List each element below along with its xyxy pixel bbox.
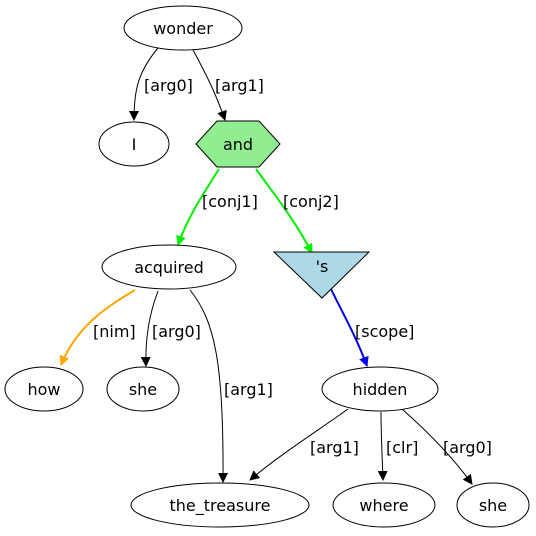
edge-hidden-treasure: [249, 408, 349, 481]
node-and-label: and: [223, 135, 253, 154]
node-she1-label: she: [129, 380, 157, 399]
node-where[interactable]: where: [332, 482, 436, 528]
node-acquired-shape: [101, 244, 237, 290]
node-where-shape: [332, 482, 436, 528]
node-where-label: where: [359, 496, 408, 515]
edge-hidden-where: [377, 411, 388, 481]
edge-hidden-she2: [401, 408, 473, 485]
node-wonder-label: wonder: [153, 19, 213, 38]
edge-label-acquired-she1: [arg0]: [152, 322, 201, 341]
node-she1-shape: [106, 366, 180, 412]
edge-label-wonder-i: [arg0]: [144, 76, 193, 95]
edge-wonder-i: [129, 47, 159, 121]
node-how-label: how: [27, 380, 60, 399]
edge-label-acquired-how: [nim]: [93, 322, 136, 341]
edge-and-acquired: [176, 168, 220, 246]
node-s-shape: [272, 251, 371, 299]
node-s-label: 's: [316, 257, 329, 276]
edge-label-acquired-treasure: [arg1]: [224, 380, 273, 399]
edge-wonder-and: [192, 49, 227, 121]
edge-label-hidden-where: [clr]: [386, 438, 418, 457]
edge-label-s-hidden: [scope]: [355, 322, 414, 341]
node-she2-label: she: [479, 496, 507, 515]
node-how-shape: [4, 366, 84, 412]
node-i-shape: [98, 121, 170, 167]
node-and[interactable]: and: [195, 120, 281, 168]
edge-acquired-she1: [140, 290, 159, 367]
node-wonder[interactable]: wonder: [123, 5, 243, 51]
edge-label-wonder-and: [arg1]: [215, 76, 264, 95]
node-hidden-label: hidden: [353, 380, 408, 399]
node-the-treasure-shape: [130, 482, 310, 528]
edge-label-and-acquired: [conj1]: [202, 192, 258, 211]
edge-s-hidden: [330, 288, 369, 367]
node-and-shape: [195, 120, 281, 168]
node-acquired-label: acquired: [134, 258, 204, 277]
node-how[interactable]: how: [4, 366, 84, 412]
node-hidden[interactable]: hidden: [321, 366, 439, 412]
node-the-treasure[interactable]: the_treasure: [130, 482, 310, 528]
node-s[interactable]: 's: [272, 251, 371, 299]
node-i-label: I: [132, 135, 137, 154]
node-the-treasure-label: the_treasure: [170, 496, 271, 516]
edges: [arg0] [arg1] [conj1] [conj2] [nim] [arg…: [59, 47, 492, 485]
edge-acquired-how: [59, 289, 136, 366]
node-i[interactable]: I: [98, 121, 170, 167]
node-hidden-shape: [321, 366, 439, 412]
edge-acquired-treasure: [189, 289, 229, 483]
edge-label-hidden-treasure: [arg1]: [310, 438, 359, 457]
edge-label-and-s: [conj2]: [283, 192, 339, 211]
node-wonder-shape: [123, 5, 243, 51]
edge-and-s: [255, 168, 313, 254]
nodes: wonder I and acquired 's how she: [4, 5, 530, 528]
node-she2-shape: [456, 482, 530, 528]
edge-label-hidden-she2: [arg0]: [443, 438, 492, 457]
node-acquired[interactable]: acquired: [101, 244, 237, 290]
node-she2[interactable]: she: [456, 482, 530, 528]
node-she1[interactable]: she: [106, 366, 180, 412]
